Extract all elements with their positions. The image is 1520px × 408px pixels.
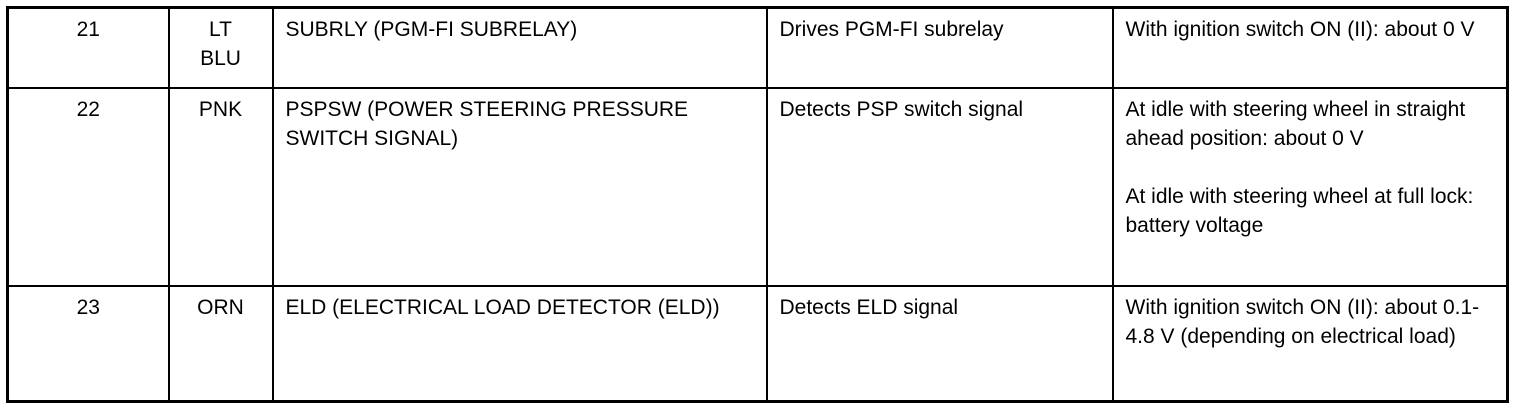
condition-text: At idle with steering wheel at full lock… — [1125, 184, 1474, 237]
wire-color: LT BLU — [167, 6, 274, 89]
signal-conditions: With ignition switch ON (II): about 0.1-… — [1111, 284, 1509, 403]
table-row: 21 LT BLU SUBRLY (PGM-FI SUBRELAY) Drives… — [6, 6, 1509, 89]
wire-color-line: PNK — [198, 97, 243, 121]
wire-color-line: BLU — [200, 47, 241, 70]
terminal-table: 21 LT BLU SUBRLY (PGM-FI SUBRELAY) Drives… — [6, 6, 1509, 403]
condition-text: At idle with steering wheel in straight … — [1125, 97, 1466, 150]
wire-color-line: LT — [209, 18, 232, 41]
wire-color-line: ORN — [197, 295, 244, 319]
condition-text: With ignition switch ON (II): about 0.1-… — [1125, 295, 1480, 348]
terminal-number: 22 — [6, 86, 170, 287]
signal-conditions: With ignition switch ON (II): about 0 V — [1111, 6, 1509, 89]
terminal-number: 23 — [6, 284, 170, 403]
terminal-number: 21 — [6, 6, 170, 89]
condition-text: With ignition switch ON (II): about 0 V — [1125, 18, 1475, 41]
signal-conditions: At idle with steering wheel in straight … — [1111, 86, 1509, 287]
table-row: 23 ORN ELD (ELECTRICAL LOAD DETECTOR (EL… — [6, 284, 1509, 403]
signal-description: Detects PSP switch signal — [765, 86, 1114, 287]
signal-name: PSPSW (POWER STEERING PRESSURE SWITCH SI… — [271, 86, 768, 287]
signal-description: Detects ELD signal — [765, 284, 1114, 403]
wire-color: PNK — [167, 86, 274, 287]
signal-name: ELD (ELECTRICAL LOAD DETECTOR (ELD)) — [271, 284, 768, 403]
signal-name: SUBRLY (PGM-FI SUBRELAY) — [271, 6, 768, 89]
wire-color: ORN — [167, 284, 274, 403]
signal-description: Drives PGM-FI subrelay — [765, 6, 1114, 89]
table-row: 22 PNK PSPSW (POWER STEERING PRESSURE SW… — [6, 86, 1509, 287]
